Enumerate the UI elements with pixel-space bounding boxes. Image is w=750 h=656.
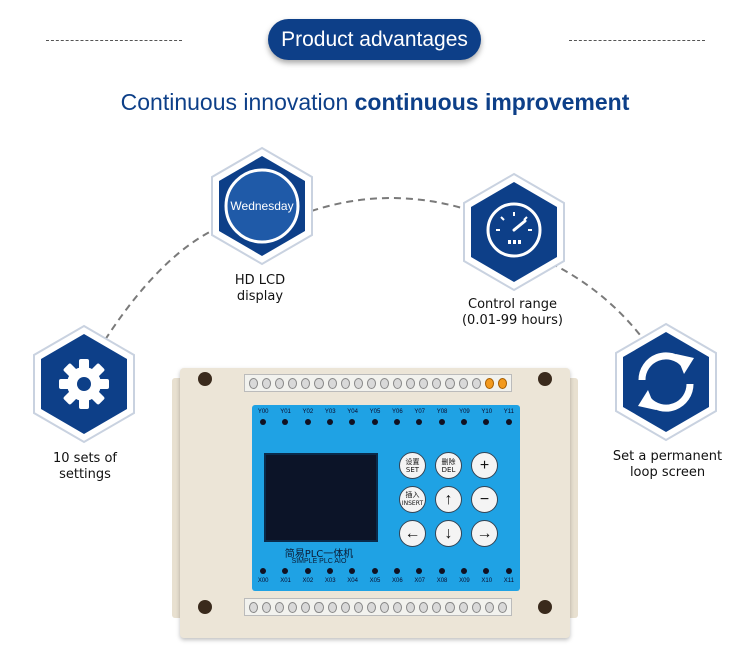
- plus-icon: +: [479, 456, 490, 474]
- settings-hexagon: [33, 324, 135, 444]
- indicator-led: [304, 419, 311, 425]
- indicator-led: [438, 419, 445, 425]
- indicator-led: [349, 568, 356, 574]
- indicator-led: [371, 568, 378, 574]
- headline-bold: continuous improvement: [354, 89, 630, 115]
- io-label: Y10: [481, 409, 493, 415]
- indicator-led: [461, 419, 468, 425]
- plc-controller: Y00 Y01 Y02 Y03 Y04 Y05 Y06 Y07 Y08 Y09 Y10 Y11 简易P…: [172, 358, 578, 646]
- io-label: X09: [459, 578, 470, 584]
- io-label: X01: [280, 578, 291, 584]
- indicator-led: [282, 419, 289, 425]
- io-label: Y01: [280, 409, 291, 415]
- io-label: Y08: [436, 409, 448, 415]
- input-labels: X00 X01 X02 X03 X04 X05 X06 X07 X08 X09 X10 X11: [252, 578, 520, 584]
- settings-label: 10 sets of settings: [53, 451, 117, 482]
- mount-hole: [198, 372, 212, 386]
- gauge-icon: [486, 202, 542, 258]
- indicator-led: [505, 419, 512, 425]
- right-key[interactable]: →: [471, 520, 498, 547]
- io-label: X10: [481, 578, 493, 584]
- indicator-led: [416, 419, 423, 425]
- io-label: Y02: [302, 409, 314, 415]
- header-divider-right: [569, 40, 705, 41]
- header-divider-left: [46, 40, 182, 41]
- headline: Continuous innovation continuous improve…: [0, 89, 750, 116]
- mount-hole: [538, 600, 552, 614]
- indicator-led: [349, 419, 356, 425]
- lcd-hexagon: [211, 146, 313, 266]
- io-label: Y04: [347, 409, 358, 415]
- down-key[interactable]: ↓: [435, 520, 462, 547]
- loop-hexagon: [615, 322, 717, 442]
- gauge-hexagon: [463, 172, 565, 292]
- indicator-led: [438, 568, 445, 574]
- lcd-label: HD LCD display: [234, 273, 286, 304]
- loop-screen-label: Set a permanent loop screen: [612, 449, 723, 480]
- brand-en: SIMPLE PLC AIO: [291, 558, 347, 565]
- io-label: X02: [302, 578, 314, 584]
- minus-icon: −: [479, 490, 490, 508]
- front-panel: Y00 Y01 Y02 Y03 Y04 Y05 Y06 Y07 Y08 Y09 Y10 Y11 简易P…: [252, 405, 520, 591]
- indicator-led: [371, 419, 378, 425]
- io-label: X08: [436, 578, 448, 584]
- io-label: X05: [369, 578, 381, 584]
- io-label: X11: [503, 578, 515, 584]
- indicator-led: [461, 568, 468, 574]
- left-key[interactable]: ←: [399, 520, 426, 547]
- mount-hole: [198, 600, 212, 614]
- indicator-led: [394, 419, 401, 425]
- arrow-left-icon: ←: [404, 524, 421, 542]
- io-label: Y03: [324, 409, 336, 415]
- section-title-pill: Product advantages: [268, 19, 481, 60]
- output-labels: Y00 Y01 Y02 Y03 Y04 Y05 Y06 Y07 Y08 Y09 Y10 Y11: [252, 409, 520, 415]
- arrow-up-icon: ↑: [444, 490, 453, 508]
- brand-cn: 简易PLC一体机: [284, 549, 354, 560]
- lcd-icon-text: Wednesday: [230, 199, 294, 213]
- lcd-display-icon: [224, 168, 300, 244]
- minus-key[interactable]: −: [471, 486, 498, 513]
- io-label: X00: [257, 578, 269, 584]
- indicator-led: [394, 568, 401, 574]
- control-range-label: Control range (0.01-99 hours): [461, 297, 563, 328]
- indicator-led: [282, 568, 289, 574]
- io-label: Y11: [503, 409, 515, 415]
- indicator-led: [327, 419, 334, 425]
- indicator-led: [483, 568, 490, 574]
- indicator-led: [304, 568, 311, 574]
- indicator-led: [260, 568, 267, 574]
- indicator-led: [416, 568, 423, 574]
- headline-regular: Continuous innovation: [120, 89, 349, 115]
- bottom-terminal-strip: [244, 598, 512, 616]
- up-key[interactable]: ↑: [435, 486, 462, 513]
- io-label: X07: [414, 578, 426, 584]
- io-label: Y00: [257, 409, 269, 415]
- input-leds: [252, 568, 520, 574]
- indicator-led: [327, 568, 334, 574]
- io-label: X04: [347, 578, 358, 584]
- output-leds: [252, 419, 520, 425]
- arrow-down-icon: ↓: [444, 524, 453, 542]
- io-label: Y05: [369, 409, 381, 415]
- indicator-led: [483, 419, 490, 425]
- plus-key[interactable]: +: [471, 452, 498, 479]
- io-label: Y07: [414, 409, 426, 415]
- gear-icon: [59, 359, 109, 409]
- lcd-screen: [264, 453, 378, 542]
- io-label: Y06: [391, 409, 403, 415]
- indicator-led: [260, 419, 267, 425]
- indicator-led: [505, 568, 512, 574]
- io-label: X06: [391, 578, 403, 584]
- top-terminal-strip: [244, 374, 512, 392]
- mount-hole: [538, 372, 552, 386]
- io-label: X03: [324, 578, 336, 584]
- io-label: Y09: [459, 409, 470, 415]
- arrow-right-icon: →: [476, 524, 493, 542]
